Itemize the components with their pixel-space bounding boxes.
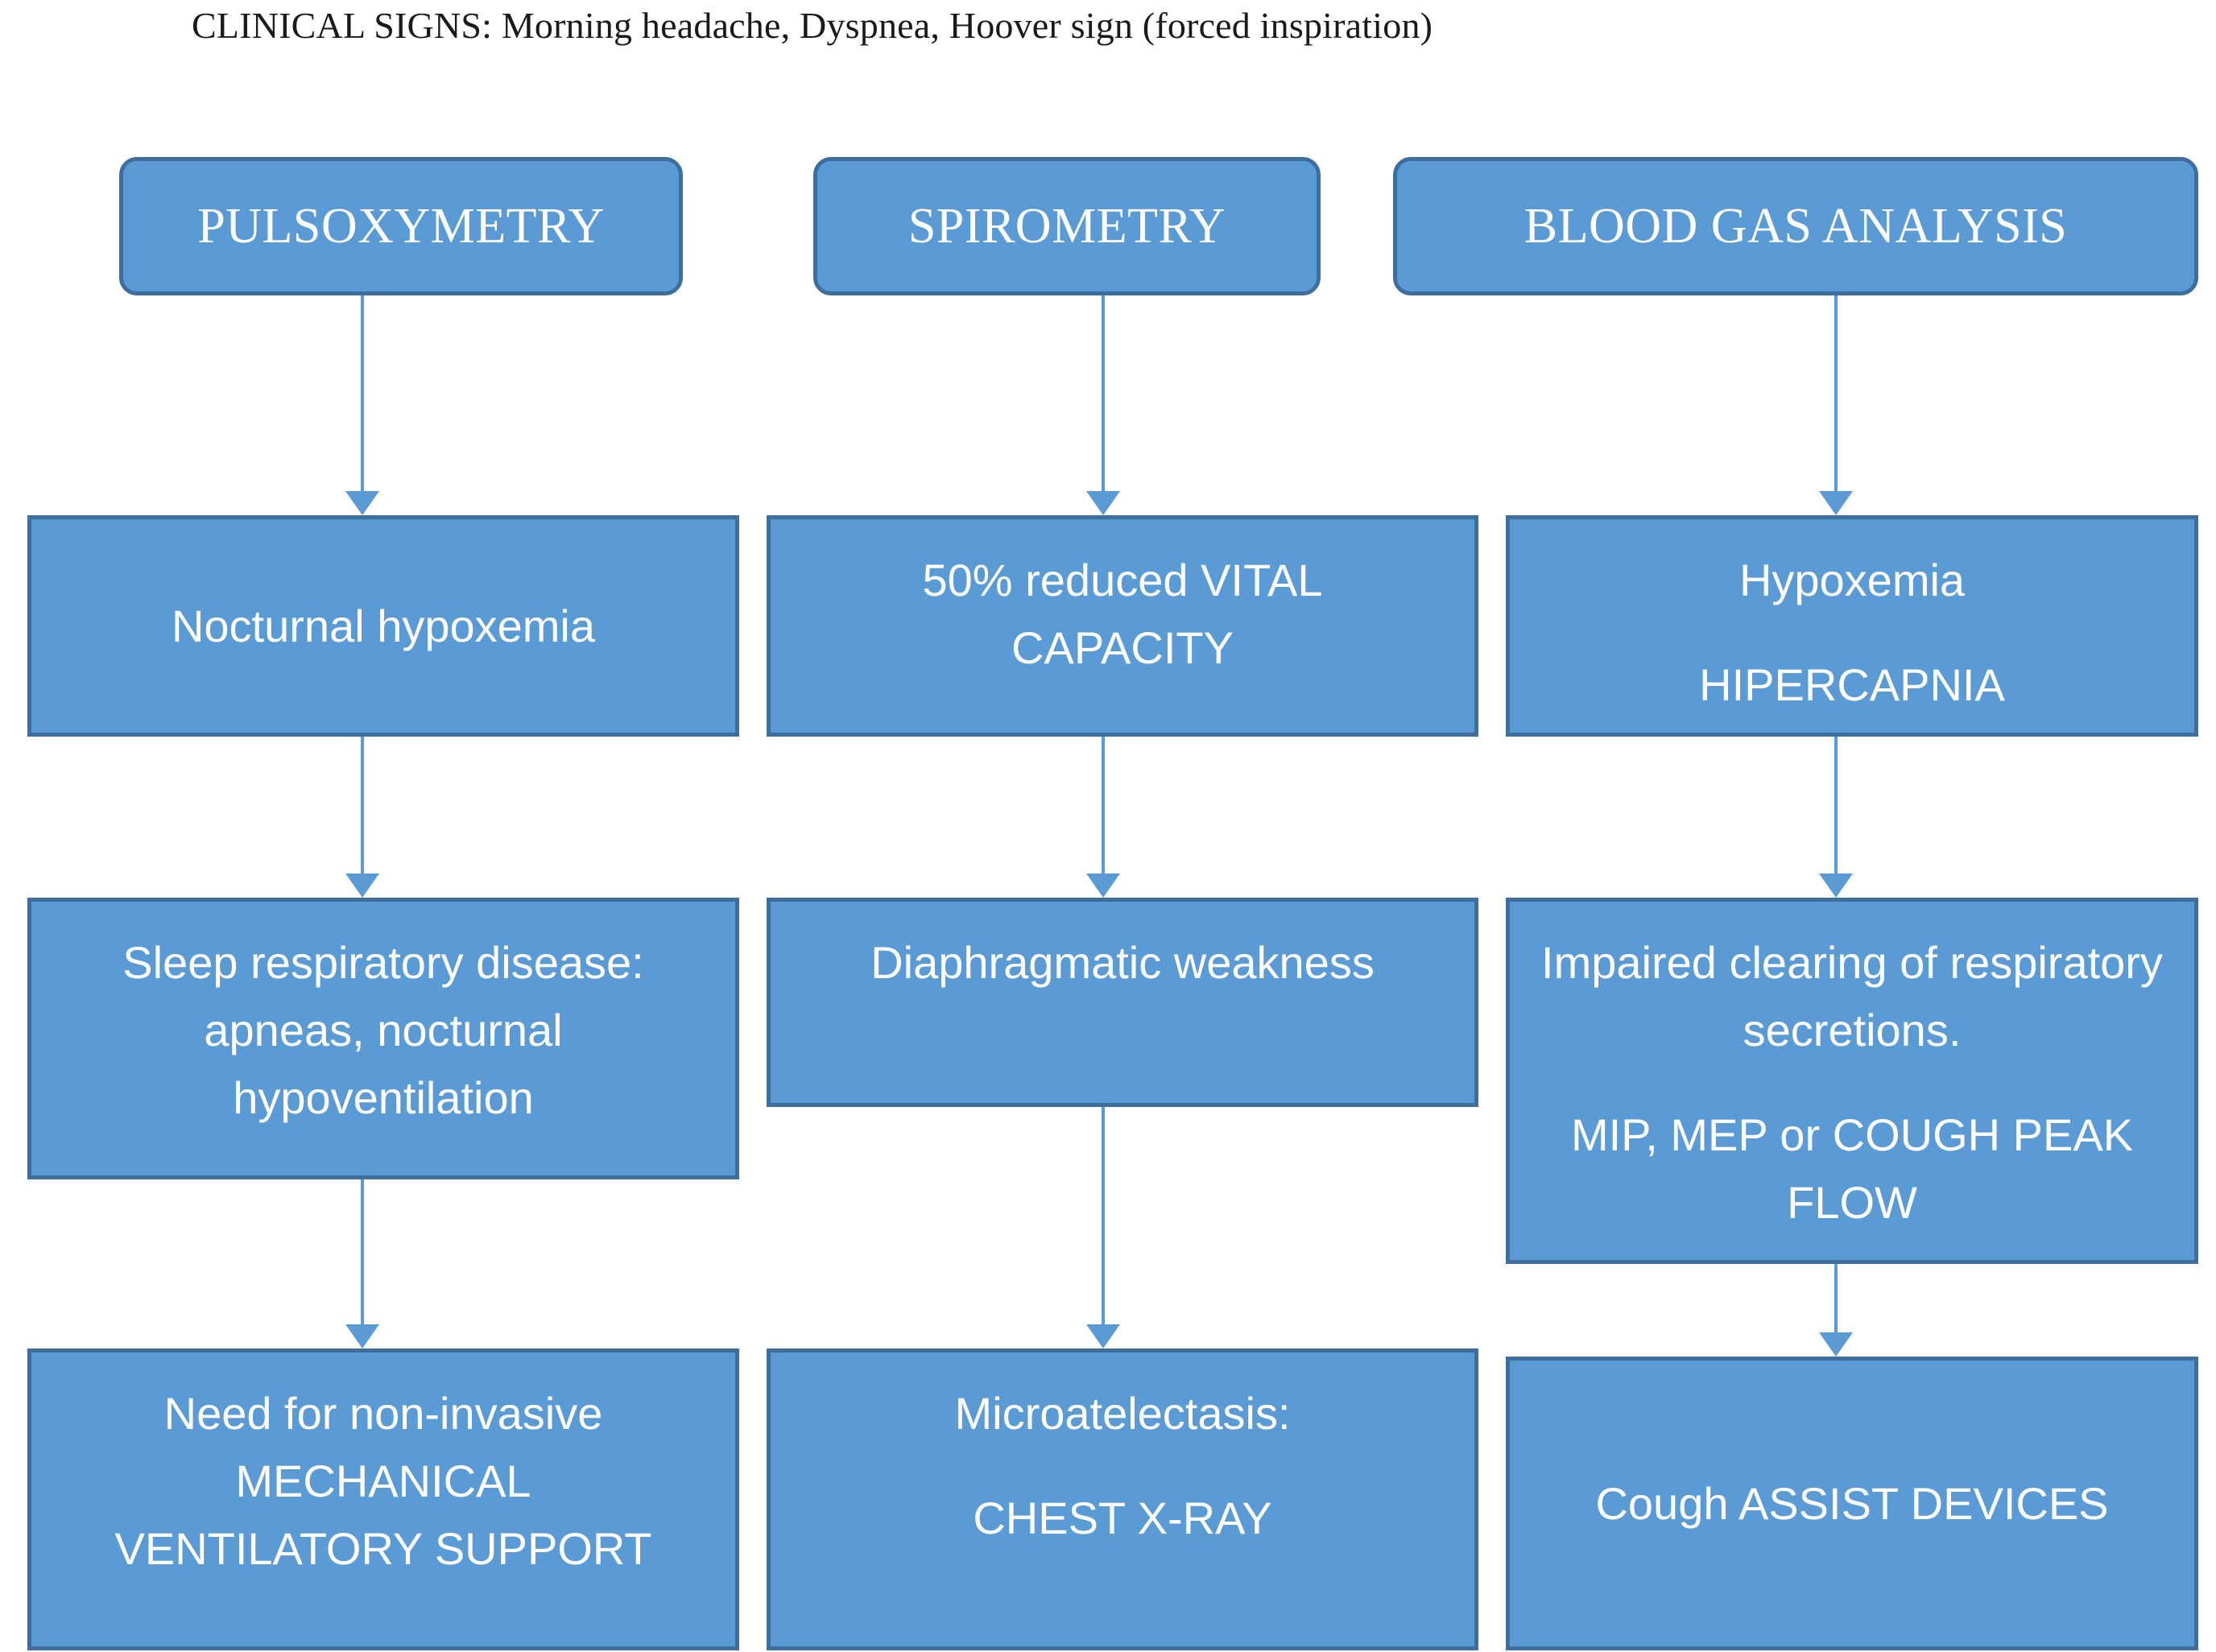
step-box-reduced-vital-capacity[interactable]: 50% reduced VITAL CAPACITY (767, 515, 1478, 737)
arrow-head-icon (1819, 873, 1853, 898)
arrow-stem (1102, 737, 1105, 873)
step-box-microatelectasis[interactable]: Microatelectasis: CHEST X-RAY (767, 1348, 1478, 1650)
arrow-stem (1102, 1107, 1105, 1324)
arrow-nocturnal-hypoxemia-to-sleep-respiratory-disease (322, 737, 403, 898)
step-paragraph: Microatelectasis: (954, 1388, 1291, 1439)
step-box-hypoxemia-hipercapnia[interactable]: Hypoxemia HIPERCAPNIA (1506, 515, 2198, 737)
step-box-diaphragmatic-weakness[interactable]: Diaphragmatic weakness (767, 898, 1478, 1107)
arrow-stem (1834, 1264, 1838, 1332)
step-paragraph: MIP, MEP or COUGH PEAK FLOW (1570, 1109, 2134, 1228)
step-paragraph: 50% reduced VITAL CAPACITY (922, 555, 1323, 673)
step-paragraph: Hypoxemia (1738, 555, 1966, 605)
arrow-head-icon (345, 491, 379, 515)
test-box-label: SPIROMETRY (907, 198, 1226, 254)
arrow-stem (361, 294, 364, 491)
test-box-blood-gas-analysis[interactable]: BLOOD GAS ANALYSIS (1393, 157, 2198, 295)
step-paragraph: Nocturnal hypoxemia (171, 600, 596, 651)
step-paragraph: Diaphragmatic weakness (870, 937, 1375, 988)
arrow-diaphragmatic-weakness-to-microatelectasis (1063, 1107, 1143, 1348)
arrow-head-icon (1819, 491, 1853, 515)
test-box-spirometry[interactable]: SPIROMETRY (813, 157, 1321, 295)
arrow-stem (361, 737, 364, 873)
step-box-sleep-respiratory-disease[interactable]: Sleep respiratory disease: apneas, noctu… (27, 898, 739, 1179)
step-box-impaired-clearing-secretions[interactable]: Impaired clearing of respiratory secreti… (1506, 898, 2198, 1264)
test-box-label: BLOOD GAS ANALYSIS (1524, 198, 2068, 254)
arrow-head-icon (1086, 491, 1120, 515)
step-paragraph: CHEST X-RAY (973, 1493, 1272, 1543)
test-box-label: PULSOXYMETRY (197, 198, 605, 254)
arrow-pulsoxymetry-to-nocturnal-hypoxemia (322, 294, 403, 515)
arrow-head-icon (345, 1324, 379, 1348)
arrow-hypoxemia-hipercapnia-to-impaired-clearing-secretions (1796, 737, 1876, 898)
arrow-spirometry-to-reduced-vital-capacity (1063, 294, 1143, 515)
arrow-reduced-vital-capacity-to-diaphragmatic-weakness (1063, 737, 1143, 898)
arrow-sleep-respiratory-disease-to-mechanical-ventilatory-support (322, 1179, 403, 1348)
arrow-stem (1102, 294, 1105, 491)
step-box-mechanical-ventilatory-support[interactable]: Need for non-invasive MECHANICAL VENTILA… (27, 1348, 739, 1650)
arrow-stem (1834, 294, 1838, 491)
arrow-head-icon (1819, 1332, 1853, 1357)
step-box-cough-assist-devices[interactable]: Cough ASSIST DEVICES (1506, 1357, 2198, 1650)
step-paragraph: Need for non-invasive MECHANICAL VENTILA… (114, 1388, 652, 1574)
step-paragraph: HIPERCAPNIA (1699, 659, 2005, 710)
step-paragraph: Sleep respiratory disease: apneas, noctu… (122, 937, 644, 1123)
arrow-stem (361, 1179, 364, 1324)
step-paragraph: Impaired clearing of respiratory secreti… (1541, 937, 2163, 1055)
clinical-signs-caption: CLINICAL SIGNS: Morning headache, Dyspne… (192, 5, 1433, 46)
test-box-pulsoxymetry[interactable]: PULSOXYMETRY (119, 157, 683, 295)
arrow-head-icon (1086, 1324, 1120, 1348)
arrow-stem (1834, 737, 1838, 873)
step-box-nocturnal-hypoxemia[interactable]: Nocturnal hypoxemia (27, 515, 739, 737)
arrow-head-icon (345, 873, 379, 898)
arrow-head-icon (1086, 873, 1120, 898)
step-paragraph: Cough ASSIST DEVICES (1595, 1477, 2109, 1529)
arrow-blood-gas-analysis-to-hypoxemia-hipercapnia (1796, 294, 1876, 515)
arrow-impaired-clearing-secretions-to-cough-assist-devices (1796, 1264, 1876, 1357)
